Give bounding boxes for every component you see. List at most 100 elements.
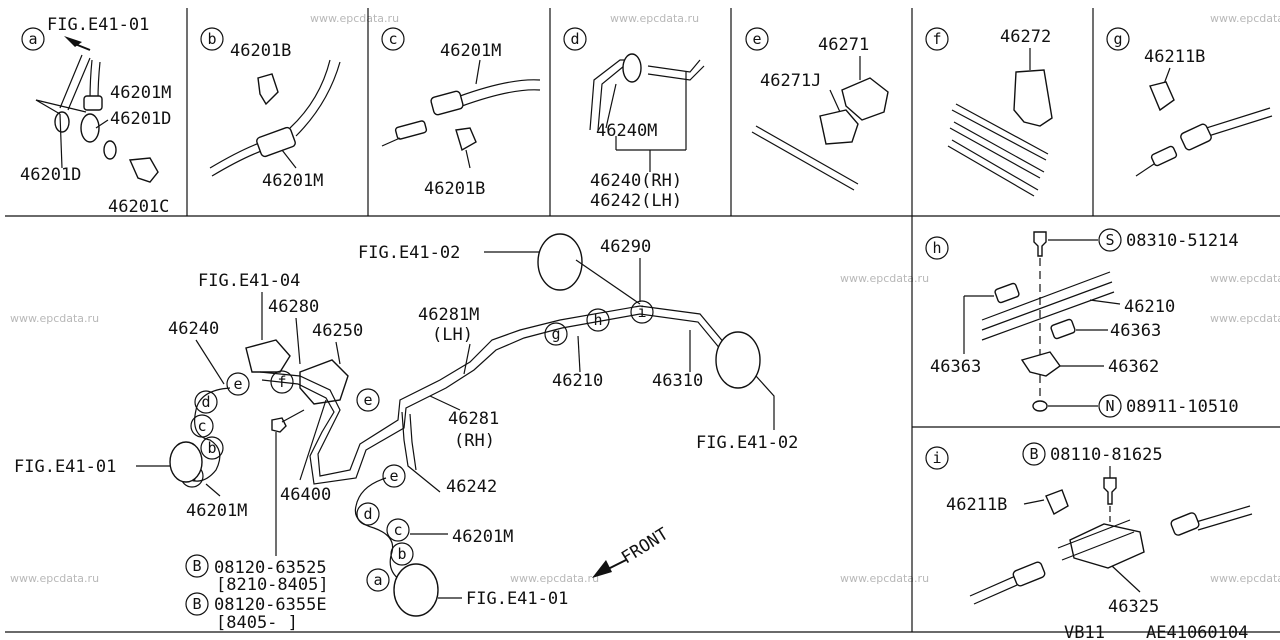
part-label: 46211B [1144, 47, 1205, 67]
panel-letter: h [932, 239, 941, 257]
panel-e: e 46271 46271J [745, 27, 889, 191]
fig-ref: FIG.E41-02 [358, 243, 460, 263]
part-label: 46272 [1000, 27, 1051, 47]
part-label: 46201D [20, 165, 81, 185]
callout-letter: f [277, 373, 286, 391]
part-label: 08120-6355E [214, 595, 327, 615]
part-label: 46363 [930, 357, 981, 377]
callout-letter: c [197, 417, 206, 435]
callout-letter: c [393, 521, 402, 539]
callout-letter: e [389, 467, 398, 485]
part-label: 46362 [1108, 357, 1159, 377]
callout-letter: a [373, 571, 382, 589]
callout-circle [925, 446, 949, 470]
panel-g: g 46211B [1106, 27, 1273, 177]
model-code: VB11 [1064, 623, 1105, 640]
panel-f: f 46272 [925, 27, 1053, 197]
part-label: 46201D [110, 109, 171, 129]
part-label: 46250 [312, 321, 363, 341]
front-label: FRONT [618, 524, 672, 568]
callout-letter: b [397, 545, 406, 563]
panel-a: a FIG.E41-01 46201M 46201D 46201D 46201C [20, 15, 171, 217]
part-label: 46242 [446, 477, 497, 497]
watermark: www.epcdata.ru [840, 572, 929, 585]
part-label: [8210-8405] [216, 575, 329, 595]
part-label: 08120-63525 [214, 558, 327, 578]
symbol-s: S [1105, 231, 1114, 249]
part-label: 46281 [448, 409, 499, 429]
symbol-b: B [1029, 445, 1038, 463]
part-label: 46325 [1108, 597, 1159, 617]
part-label: 46310 [652, 371, 703, 391]
part-label: 46201B [424, 179, 485, 199]
watermark: www.epcdata.ru [1210, 312, 1280, 325]
callout-circle [925, 27, 949, 51]
main-diagram: FIG.E41-02 46290 FIG.E41-04 46280 46240 … [14, 233, 798, 633]
wheel-cylinder [169, 441, 203, 483]
watermark: www.epcdata.ru [510, 572, 599, 585]
part-label: 46201C [108, 197, 169, 217]
panel-c: c 46201M 46201B [381, 27, 541, 199]
part-label: 46211B [946, 495, 1007, 515]
front-arrow-icon [592, 560, 612, 578]
figure-code: AE41060104 [1146, 623, 1248, 640]
part-label: 46240M [596, 121, 657, 141]
proportioning-valve [245, 339, 291, 373]
callout-letter: e [233, 375, 242, 393]
callout-letter: h [593, 311, 602, 329]
watermark: www.epcdata.ru [10, 312, 99, 325]
part-label: (LH) [432, 325, 473, 345]
part-label: 46240(RH) [590, 171, 682, 191]
watermark: www.epcdata.ru [10, 572, 99, 585]
panel-letter: d [570, 30, 579, 48]
part-label: 08110-81625 [1050, 445, 1163, 465]
watermark: www.epcdata.ru [1210, 12, 1280, 25]
callout-circle [200, 27, 224, 51]
part-label: 46271J [760, 71, 821, 91]
part-label: 46240 [168, 319, 219, 339]
callout-letter: b [207, 439, 216, 457]
symbol-b: B [192, 595, 201, 613]
fig-ref: FIG.E41-01 [47, 15, 149, 35]
watermark: www.epcdata.ru [1210, 272, 1280, 285]
part-label: 46280 [268, 297, 319, 317]
callout-letter: i [637, 303, 646, 321]
part-label: 46271 [818, 35, 869, 55]
callout-circle [1106, 27, 1130, 51]
part-label: 46201M [262, 171, 323, 191]
panel-b: b 46201B 46201M [200, 27, 341, 191]
watermark-layer: www.epcdata.ru www.epcdata.ru www.epcdat… [10, 12, 1280, 585]
part-label: [8405- ] [216, 613, 298, 633]
watermark: www.epcdata.ru [610, 12, 699, 25]
panel-letter: e [752, 30, 761, 48]
part-label: 46201B [230, 41, 291, 61]
part-label: 46210 [1124, 297, 1175, 317]
fig-ref: FIG.E41-01 [466, 589, 568, 609]
footer: VB11 AE41060104 [1064, 623, 1248, 640]
panel-letter: a [28, 30, 37, 48]
bolt [271, 417, 287, 433]
callout-letter: d [201, 393, 210, 411]
callout-circle [21, 27, 45, 51]
brake-drum-cap [715, 331, 761, 389]
callout-letter: d [363, 505, 372, 523]
callout-circle [745, 27, 769, 51]
part-label: 46201M [440, 41, 501, 61]
callout-letter: g [551, 325, 560, 343]
watermark: www.epcdata.ru [310, 12, 399, 25]
part-label: 46400 [280, 485, 331, 505]
panel-i: i B 08110-81625 46211B 46325 [925, 442, 1253, 617]
callout-circle [381, 27, 405, 51]
part-label: 46363 [1110, 321, 1161, 341]
part-label: 46201M [452, 527, 513, 547]
panel-letter: c [388, 30, 397, 48]
fig-ref: FIG.E41-04 [198, 271, 300, 291]
part-label: 46201M [186, 501, 247, 521]
part-label: 46242(LH) [590, 191, 682, 211]
symbol-n: N [1105, 397, 1114, 415]
panel-letter: g [1113, 30, 1122, 48]
watermark: www.epcdata.ru [1210, 572, 1280, 585]
panel-letter: b [207, 30, 216, 48]
callout-circle [925, 236, 949, 260]
callout-letter: e [363, 391, 372, 409]
